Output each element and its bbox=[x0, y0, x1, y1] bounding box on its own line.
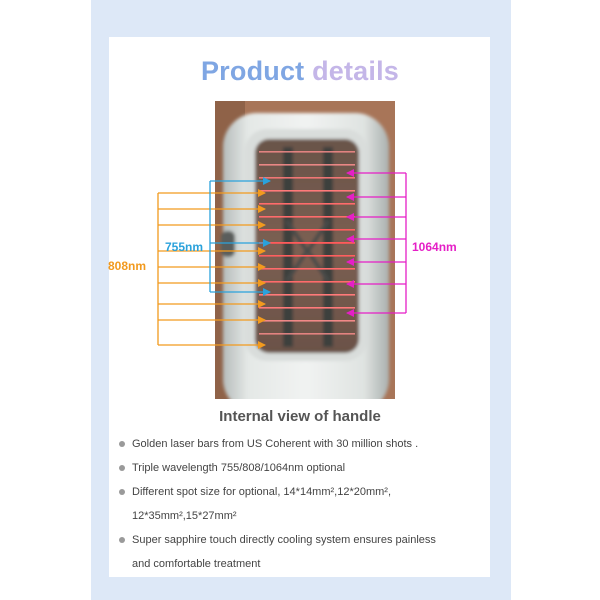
title-word-product: Product bbox=[200, 56, 305, 86]
feature-item: Triple wavelength 755/808/1064nm optiona… bbox=[119, 456, 469, 480]
label-755nm: 755nm bbox=[165, 240, 204, 254]
feature-text-cont: 12*35mm²,15*27mm² bbox=[132, 510, 237, 522]
feature-text: Different spot size for optional, 14*14m… bbox=[132, 486, 392, 498]
handle-photo bbox=[215, 101, 395, 399]
feature-item: Super sapphire touch directly cooling sy… bbox=[119, 528, 469, 576]
feature-item: Golden laser bars from US Coherent with … bbox=[119, 432, 469, 456]
feature-item: Different spot size for optional, 14*14m… bbox=[119, 480, 469, 528]
feature-text: Triple wavelength 755/808/1064nm optiona… bbox=[132, 462, 346, 474]
feature-list: Golden laser bars from US Coherent with … bbox=[119, 432, 469, 576]
label-1064nm: 1064nm bbox=[412, 240, 457, 254]
section-subtitle: Internal view of handle bbox=[219, 408, 381, 425]
laser-bars bbox=[259, 151, 355, 335]
feature-text-cont: and comfortable treatment bbox=[132, 558, 261, 570]
feature-text: Golden laser bars from US Coherent with … bbox=[132, 438, 419, 450]
label-808nm: 808nm bbox=[108, 259, 147, 273]
page-title: Product details bbox=[0, 56, 600, 87]
feature-text: Super sapphire touch directly cooling sy… bbox=[132, 534, 436, 546]
title-word-details: details bbox=[312, 56, 400, 86]
